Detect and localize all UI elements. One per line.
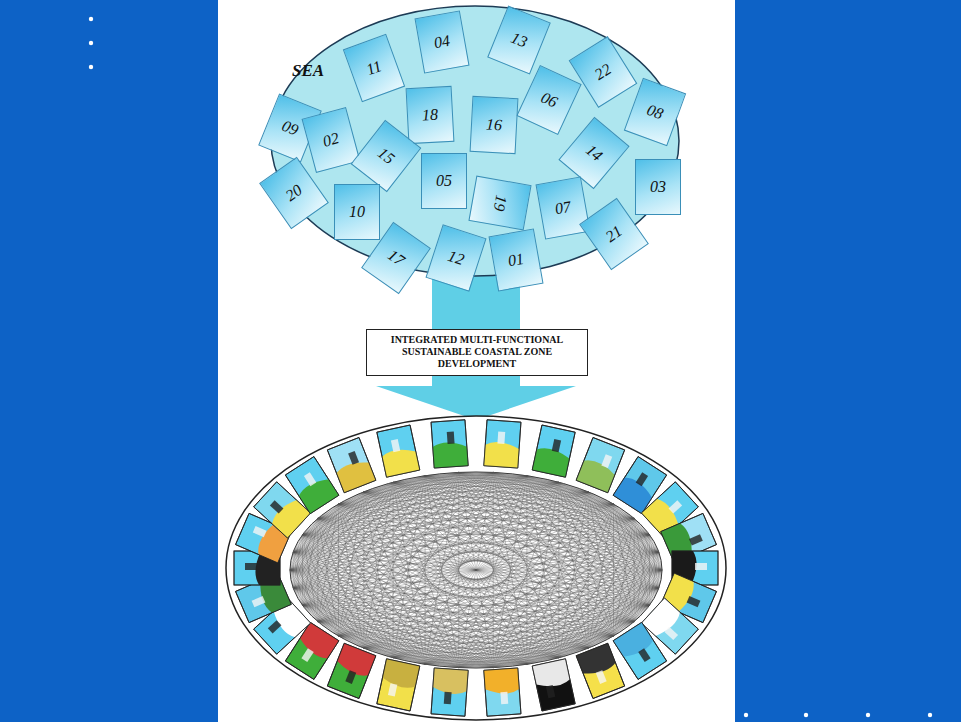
label-box: INTEGRATED MULTI-FUNCTIONAL SUSTAINABLE …	[366, 329, 588, 376]
card-number: 20	[282, 181, 305, 205]
function-ring	[226, 416, 726, 720]
card-number: 13	[508, 29, 530, 52]
card-number: 04	[433, 32, 452, 53]
number-card: 04	[414, 10, 469, 73]
card-number: 09	[279, 117, 301, 140]
card-number: 22	[591, 60, 614, 84]
card-number: 10	[349, 203, 365, 221]
number-card: 19	[468, 175, 531, 230]
function-card	[285, 457, 338, 514]
card-number: 12	[446, 247, 467, 269]
function-card	[576, 643, 624, 698]
interaction-mesh	[290, 472, 662, 667]
card-number: 19	[490, 194, 511, 213]
card-number: 16	[486, 116, 503, 135]
function-card	[532, 659, 575, 711]
sea-label: SEA	[292, 61, 324, 81]
number-card: 16	[470, 96, 519, 154]
card-number: 14	[582, 141, 606, 165]
card-number: 18	[422, 106, 439, 125]
function-card	[576, 437, 624, 492]
box-text: INTEGRATED MULTI-FUNCTIONAL SUSTAINABLE …	[373, 334, 581, 370]
function-card	[377, 659, 420, 711]
card-number: 08	[644, 101, 665, 123]
function-card	[484, 668, 521, 716]
card-number: 05	[436, 172, 452, 190]
number-card: 05	[421, 153, 467, 209]
function-card	[532, 425, 575, 477]
number-card: 03	[635, 159, 681, 215]
card-number: 06	[538, 88, 560, 111]
card-number: 02	[321, 129, 341, 151]
card-number: 15	[374, 144, 398, 168]
number-card: 01	[488, 228, 543, 291]
card-number: 21	[602, 222, 625, 246]
card-number: 17	[384, 246, 407, 270]
function-card	[327, 643, 375, 698]
bullet-dots	[89, 17, 932, 717]
number-card: 18	[406, 86, 455, 144]
number-card: 10	[334, 184, 380, 240]
card-number: 11	[364, 57, 384, 79]
function-card	[377, 425, 420, 477]
function-card	[431, 668, 468, 716]
function-card	[484, 420, 521, 468]
function-card	[327, 437, 375, 492]
sea-ellipse: SEA 11 04 13 22 06 08 18 16 09 02 15 14 05 03 20 19 07 10 2…	[270, 5, 680, 277]
function-card	[431, 420, 468, 468]
card-number: 07	[554, 198, 573, 219]
card-number: 01	[507, 250, 526, 271]
card-number: 03	[650, 178, 666, 196]
